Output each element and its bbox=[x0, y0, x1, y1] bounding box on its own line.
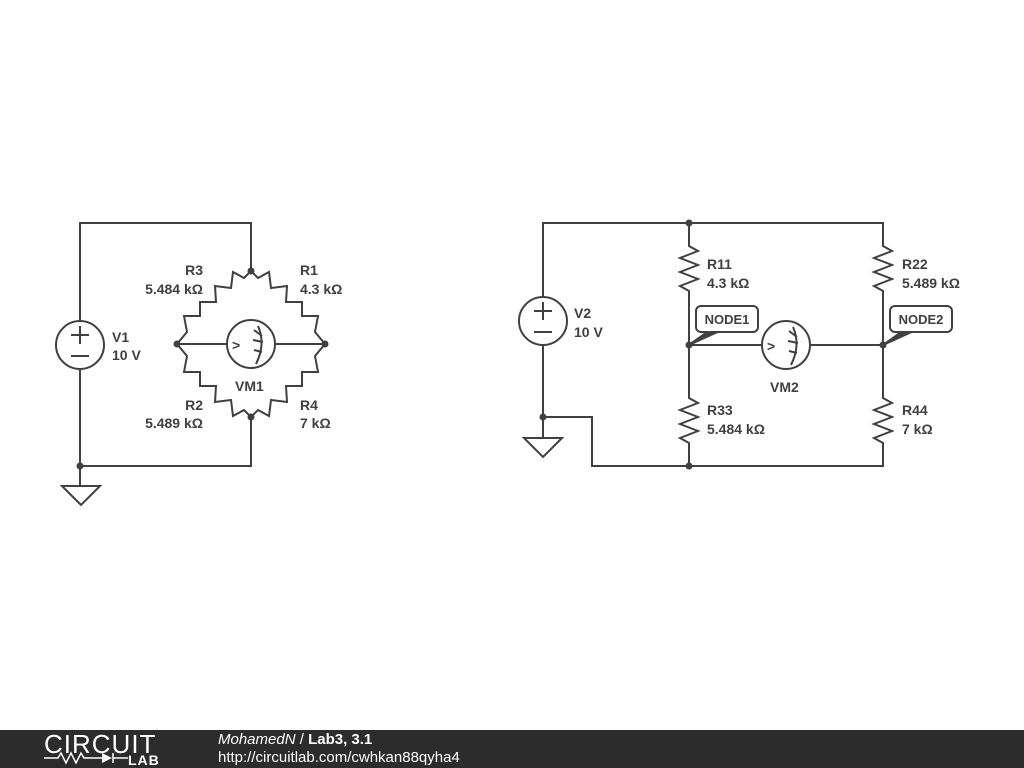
r3-value: 5.484 kΩ bbox=[145, 281, 203, 297]
left-wire-top bbox=[79, 222, 252, 320]
junction-dot bbox=[247, 267, 255, 275]
right-wire-ground-branch bbox=[543, 416, 884, 467]
schematic-canvas: V1 10 V > VM1 R3 5.484 kΩ R1 4.3 kΩ R2 5… bbox=[55, 219, 960, 507]
junction-dot bbox=[321, 340, 329, 348]
logo-word-circuit: CIRCUIT bbox=[44, 729, 157, 759]
source-v2[interactable] bbox=[518, 296, 568, 346]
r11-name: R11 bbox=[707, 256, 732, 272]
footer-bar: CIRCUIT LAB MohamedN / Lab3, 3.1 http://… bbox=[0, 730, 1024, 768]
resistor-r2[interactable] bbox=[176, 343, 252, 418]
junction-dot bbox=[685, 219, 693, 227]
right-circuit: V2 10 V > VM2 NODE1 NODE2 bbox=[518, 219, 960, 470]
r33-value: 5.484 kΩ bbox=[707, 421, 765, 437]
junction-dot bbox=[539, 413, 547, 421]
resistor-r4[interactable] bbox=[250, 343, 326, 418]
v2-name: V2 bbox=[574, 305, 591, 321]
resistor-r1[interactable] bbox=[250, 270, 326, 345]
resistor-r33[interactable] bbox=[677, 392, 701, 452]
footer-title-line: MohamedN / Lab3, 3.1 bbox=[218, 731, 372, 749]
resistor-r44[interactable] bbox=[871, 392, 895, 452]
title-separator: / bbox=[295, 731, 309, 748]
v2-value: 10 V bbox=[574, 324, 603, 340]
vm2-symbol: > bbox=[767, 338, 775, 354]
voltmeter-vm1[interactable]: > bbox=[226, 319, 276, 369]
circuitlab-logo[interactable]: CIRCUIT LAB bbox=[44, 730, 174, 768]
junction-dot bbox=[76, 462, 84, 470]
node1-text: NODE1 bbox=[705, 312, 750, 327]
right-wire-top bbox=[542, 222, 884, 297]
vm1-name: VM1 bbox=[235, 378, 264, 394]
left-ground-icon bbox=[59, 485, 103, 507]
v1-value: 10 V bbox=[112, 347, 141, 363]
junction-dot bbox=[879, 341, 887, 349]
logo-word-lab: LAB bbox=[128, 752, 160, 768]
junction-dot bbox=[173, 340, 181, 348]
resistor-r22[interactable] bbox=[871, 240, 895, 298]
source-v1[interactable] bbox=[55, 320, 105, 370]
resistor-diode-icon bbox=[44, 751, 128, 765]
resistor-r11[interactable] bbox=[677, 240, 701, 298]
r4-name: R4 bbox=[300, 397, 318, 413]
r1-value: 4.3 kΩ bbox=[300, 281, 342, 297]
circuit-title: Lab3, 3.1 bbox=[308, 731, 373, 748]
junction-dot bbox=[685, 341, 693, 349]
resistor-r3[interactable] bbox=[176, 270, 252, 345]
r22-value: 5.489 kΩ bbox=[902, 275, 960, 291]
author-link[interactable]: MohamedN bbox=[218, 731, 296, 748]
r2-value: 5.489 kΩ bbox=[145, 415, 203, 431]
r22-name: R22 bbox=[902, 256, 928, 272]
r44-name: R44 bbox=[902, 402, 928, 418]
r1-name: R1 bbox=[300, 262, 318, 278]
node2-label: NODE2 bbox=[882, 305, 953, 346]
r33-name: R33 bbox=[707, 402, 733, 418]
left-wire-bottom bbox=[79, 370, 252, 467]
right-ground-icon bbox=[521, 437, 565, 459]
r44-value: 7 kΩ bbox=[902, 421, 933, 437]
r11-value: 4.3 kΩ bbox=[707, 275, 749, 291]
r2-name: R2 bbox=[185, 397, 203, 413]
r4-value: 7 kΩ bbox=[300, 415, 331, 431]
node2-text: NODE2 bbox=[899, 312, 944, 327]
left-circuit: V1 10 V > VM1 R3 5.484 kΩ R1 4.3 kΩ R2 5… bbox=[55, 222, 342, 507]
circuit-url-link[interactable]: http://circuitlab.com/cwhkan88qyha4 bbox=[218, 749, 460, 766]
voltmeter-vm2[interactable]: > bbox=[761, 320, 811, 370]
v1-name: V1 bbox=[112, 329, 129, 345]
vm2-name: VM2 bbox=[770, 379, 799, 395]
junction-dot bbox=[685, 462, 693, 470]
junction-dot bbox=[247, 413, 255, 421]
node1-label: NODE1 bbox=[688, 305, 759, 346]
r3-name: R3 bbox=[185, 262, 203, 278]
vm1-symbol: > bbox=[232, 337, 240, 353]
